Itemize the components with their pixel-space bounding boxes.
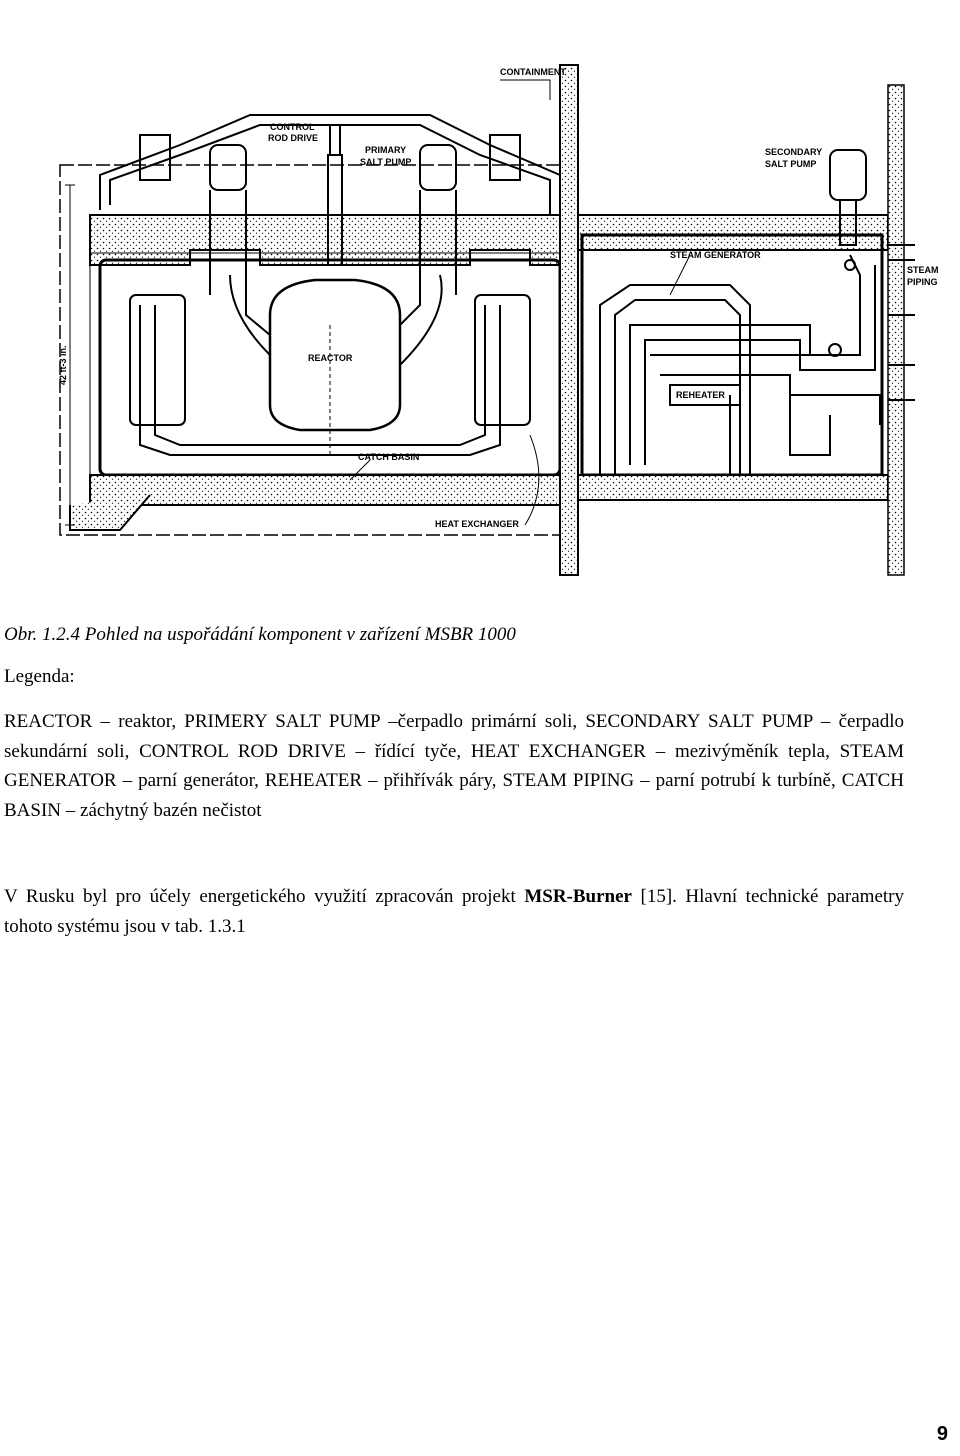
containment-wall — [559, 64, 579, 576]
label-dimension: 42 ft-3 in. — [58, 345, 68, 385]
label-reheater: REHEATER — [676, 390, 725, 400]
paragraph-text-before: V Rusku byl pro účely energetického využ… — [4, 886, 525, 907]
primary-salt-pump-left — [209, 144, 247, 191]
label-steam-generator: STEAM GENERATOR — [670, 250, 761, 260]
label-steam-piping-1: STEAM — [907, 265, 939, 275]
concrete-shield — [89, 214, 571, 266]
label-primary-salt-pump-1: PRIMARY — [365, 145, 406, 155]
steam-piping — [888, 244, 915, 401]
steam-generator-pipes — [599, 284, 751, 475]
page-number: 9 — [936, 1423, 948, 1445]
label-secondary-salt-pump-2: SALT PUMP — [765, 159, 816, 169]
label-reactor: REACTOR — [308, 353, 353, 363]
label-control-rod-drive-2: ROD DRIVE — [268, 133, 318, 143]
legend-text: REACTOR – reaktor, PRIMERY SALT PUMP –če… — [4, 711, 904, 821]
label-steam-piping-2: PIPING — [907, 277, 938, 287]
legend-heading: Legenda: — [4, 666, 75, 687]
figure-caption: Obr. 1.2.4 Pohled na uspořádání komponen… — [4, 624, 516, 645]
label-secondary-salt-pump-1: SECONDARY — [765, 147, 822, 157]
paragraph-text-after: [15]. Hlavní technické parametry tohoto … — [4, 886, 904, 937]
label-primary-salt-pump-2: SALT PUMP — [360, 157, 411, 167]
msbr-layout-diagram: CONTAINMENT CONTROL ROD DRIVE PRIMARY SA… — [30, 55, 950, 585]
body-paragraph: V Rusku byl pro účely energetického využ… — [4, 882, 904, 941]
diagram-svg: CONTAINMENT CONTROL ROD DRIVE PRIMARY SA… — [58, 64, 939, 576]
dimension-line — [65, 184, 75, 526]
reactor-vessel — [268, 278, 402, 432]
steam-generator-cell — [577, 214, 889, 251]
heat-exchanger-left — [129, 294, 186, 426]
label-catch-basin: CATCH BASIN — [358, 452, 419, 462]
reheater — [669, 384, 741, 406]
project-name: MSR-Burner — [524, 886, 632, 907]
label-containment: CONTAINMENT — [500, 67, 566, 77]
label-heat-exchanger: HEAT EXCHANGER — [435, 519, 519, 529]
primary-salt-pump-right — [419, 144, 457, 191]
heat-exchanger-right — [474, 294, 531, 426]
label-control-rod-drive-1: CONTROL — [270, 122, 315, 132]
secondary-salt-pump — [829, 149, 867, 201]
